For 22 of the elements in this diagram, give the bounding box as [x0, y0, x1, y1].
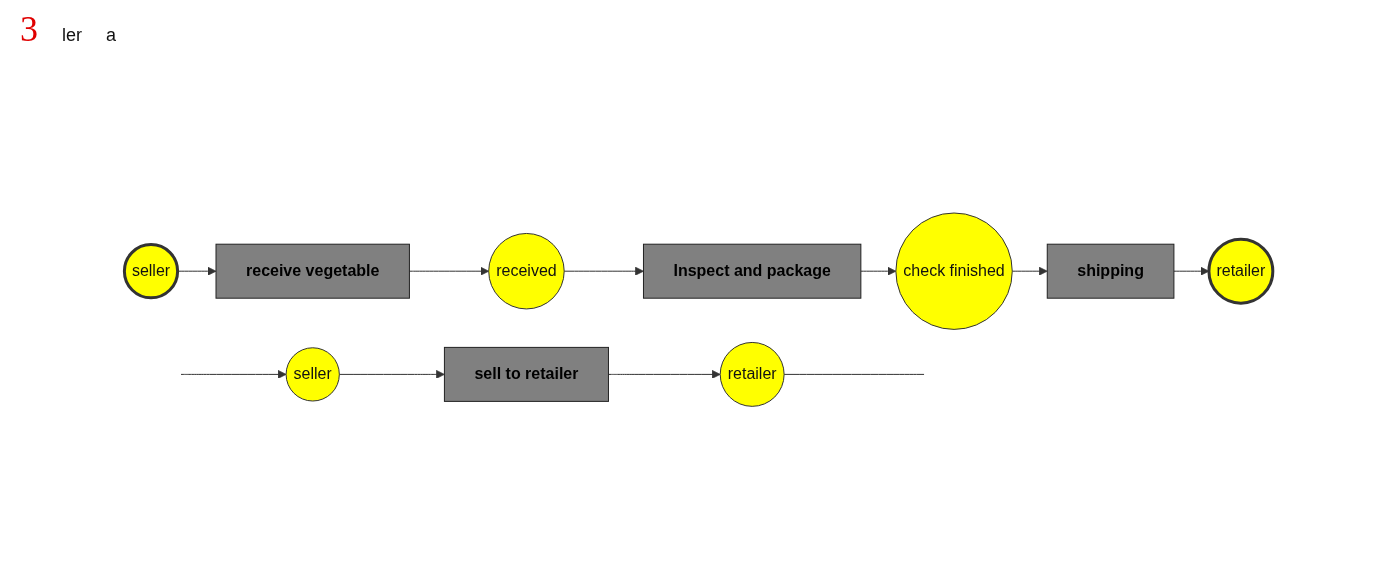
node-circle: check finished — [894, 212, 1013, 331]
arrow — [859, 267, 896, 276]
node-box: Inspect and package — [642, 244, 861, 299]
arrow — [1173, 267, 1209, 276]
label-text: a — [106, 25, 117, 46]
arrow — [607, 370, 721, 380]
node-box: shipping — [1046, 244, 1174, 299]
node-box: sell to retailer — [443, 347, 609, 403]
arrow — [408, 267, 489, 276]
node-box: receive vegetable — [215, 244, 410, 299]
arrow — [180, 370, 287, 380]
callout-number: 3 — [20, 8, 38, 50]
arrow — [563, 267, 644, 276]
node-circle: retailer — [1207, 238, 1274, 305]
arrow — [1011, 267, 1048, 276]
connector — [783, 374, 925, 376]
node-circle: retailer — [719, 342, 785, 408]
arrow — [338, 370, 445, 380]
node-circle: seller — [122, 243, 179, 300]
node-circle: seller — [285, 347, 340, 402]
label-text: ler — [62, 25, 82, 46]
node-circle: received — [487, 233, 565, 310]
